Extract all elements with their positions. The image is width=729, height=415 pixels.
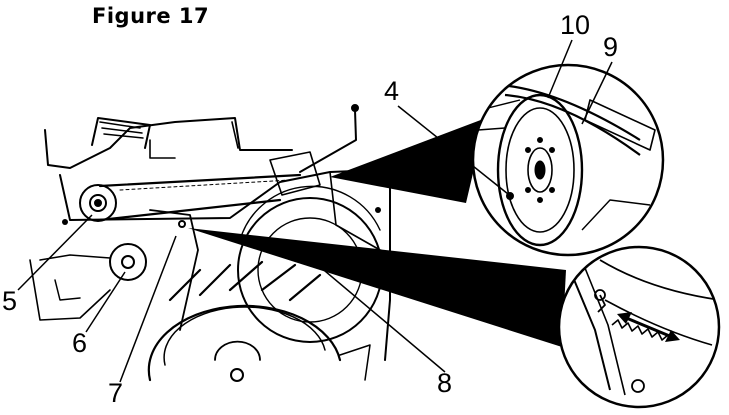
engine-pulley [79, 184, 117, 222]
bolt-1 [62, 219, 68, 225]
double-arrow [617, 312, 680, 342]
callout-7: 7 [108, 378, 124, 408]
bottom-detail-inset [557, 245, 721, 409]
tire [147, 304, 342, 382]
figure-title: Figure 17 [92, 4, 210, 28]
idler-pulley [109, 243, 147, 281]
leader-9 [581, 61, 613, 125]
top-inset-wedge [330, 118, 486, 203]
leader-10 [547, 39, 573, 99]
engine-shroud [44, 117, 293, 169]
callout-8: 8 [437, 368, 453, 398]
drive-belt [98, 173, 302, 222]
callout-10: 10 [560, 10, 591, 40]
top-detail-inset [471, 63, 665, 257]
inset-spring [611, 319, 669, 341]
bottom-inset-wedge [188, 228, 566, 347]
leader-lines [17, 39, 613, 383]
leader-5 [17, 214, 93, 291]
leader-7 [119, 235, 177, 383]
inset-bolt [506, 192, 514, 200]
callout-5: 5 [2, 286, 18, 316]
leader-8 [299, 249, 446, 373]
engine-cylinder [91, 117, 151, 149]
inset-belt [499, 83, 641, 156]
control-rod [299, 109, 357, 173]
inset-pulley-outer [496, 93, 584, 247]
tiller-machine [29, 104, 391, 382]
bolt-2 [375, 207, 381, 213]
idler-arm [149, 209, 199, 331]
callout-4: 4 [384, 76, 400, 106]
leader-6 [85, 271, 126, 333]
transmission-disk [237, 197, 383, 343]
callout-6: 6 [72, 328, 88, 358]
callout-9: 9 [603, 32, 619, 62]
leader-4 [397, 105, 509, 195]
